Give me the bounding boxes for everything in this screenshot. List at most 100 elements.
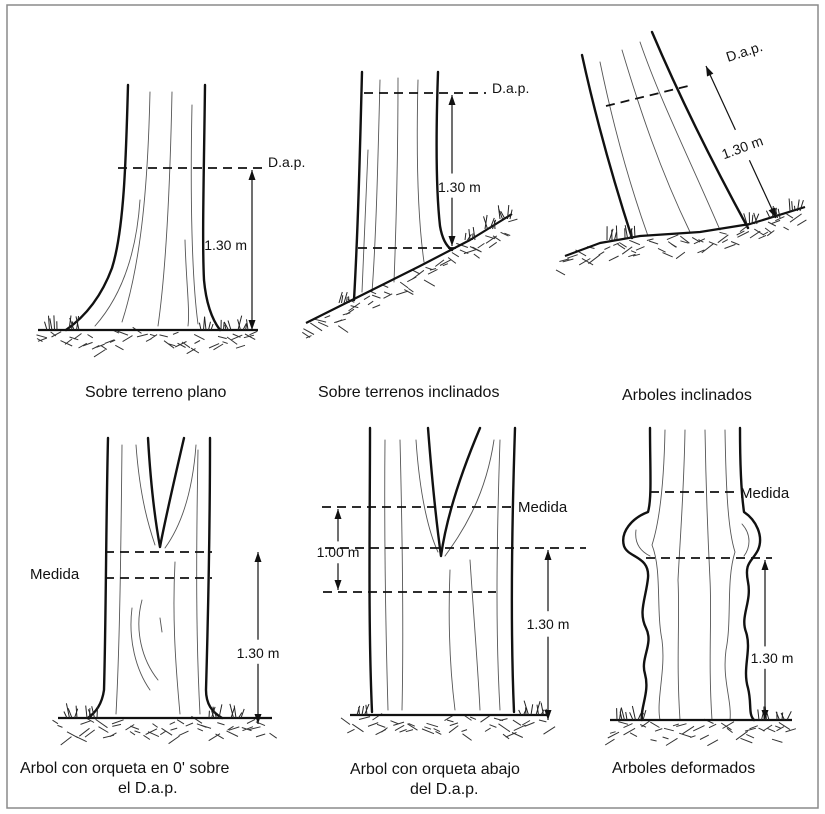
ground-hatch-stroke bbox=[216, 734, 224, 739]
ground-hatch-stroke bbox=[173, 332, 179, 334]
ground-hatch-stroke bbox=[768, 728, 776, 731]
grass-blade bbox=[342, 295, 343, 303]
ground-hatch-stroke bbox=[489, 242, 497, 247]
ground-hatch-stroke bbox=[426, 267, 433, 269]
ground-hatch-stroke bbox=[759, 235, 766, 238]
ground-hatch-stroke bbox=[650, 722, 659, 727]
height-label: 1.30 m bbox=[438, 179, 481, 195]
ground-hatch-stroke bbox=[352, 724, 363, 732]
ground-hatch-stroke bbox=[663, 737, 669, 739]
grass-blade bbox=[531, 704, 533, 715]
measure-label: Medida bbox=[30, 566, 80, 583]
dap-label: D.a.p. bbox=[268, 154, 305, 170]
ground-hatch-stroke bbox=[658, 248, 666, 252]
ground-hatch-stroke bbox=[797, 220, 806, 226]
ground-hatch-stroke bbox=[450, 723, 458, 726]
ground-hatch-stroke bbox=[610, 732, 616, 734]
arrowhead bbox=[706, 66, 713, 77]
ground-hatch-stroke bbox=[150, 334, 155, 335]
ground-hatch-stroke bbox=[58, 725, 63, 727]
ground bbox=[605, 719, 796, 746]
ground-hatch-stroke bbox=[112, 720, 124, 724]
dimension-line bbox=[706, 66, 735, 130]
ground-hatch-stroke bbox=[227, 731, 239, 737]
ground-hatch-stroke bbox=[270, 733, 277, 738]
grass-blade bbox=[347, 297, 348, 303]
ground-hatch-stroke bbox=[427, 723, 439, 727]
ground-hatch-stroke bbox=[470, 717, 476, 719]
ground-hatch-stroke bbox=[74, 334, 82, 340]
grass-blade bbox=[792, 201, 793, 211]
panel-caption-line-1: Arbol con orqueta en 0' sobre bbox=[20, 760, 230, 777]
grass-blade bbox=[209, 322, 211, 330]
ground-hatch-stroke bbox=[233, 334, 241, 337]
height-label: 1.30 m bbox=[719, 132, 765, 162]
ground bbox=[556, 207, 806, 275]
ground-hatch-stroke bbox=[110, 733, 117, 737]
ground-hatch-stroke bbox=[302, 332, 310, 337]
ground-hatch-stroke bbox=[364, 296, 370, 300]
ground-hatch-stroke bbox=[94, 350, 106, 357]
grass-blade bbox=[465, 233, 466, 240]
ground-hatch-stroke bbox=[436, 732, 442, 735]
ground-hatch-stroke bbox=[256, 722, 265, 726]
ground-hatch-stroke bbox=[647, 239, 654, 241]
ground-hatch-stroke bbox=[435, 260, 444, 267]
ground-hatch-stroke bbox=[247, 719, 255, 723]
ground-hatch-stroke bbox=[135, 731, 141, 733]
ground-hatch-stroke bbox=[452, 253, 459, 257]
grass-blade bbox=[787, 711, 791, 720]
figure-border bbox=[7, 5, 818, 808]
ground-hatch-stroke bbox=[162, 728, 173, 735]
panel-caption: Arboles deformados bbox=[612, 760, 755, 777]
ground-hatch-stroke bbox=[655, 729, 662, 732]
ground-hatch-stroke bbox=[640, 725, 646, 728]
dap-label: D.a.p. bbox=[492, 80, 529, 96]
tree-trunk bbox=[66, 85, 220, 330]
ground-hatch-stroke bbox=[462, 730, 468, 732]
grass-tufts bbox=[607, 199, 803, 241]
height-label: 1.30 m bbox=[527, 616, 570, 632]
tree-trunk bbox=[582, 32, 748, 238]
dap-line bbox=[606, 85, 692, 106]
ground-hatch-stroke bbox=[424, 727, 431, 729]
arrowhead bbox=[249, 170, 256, 180]
panel-sloped-ground: D.a.p. 1.30 m Sobre terrenos inclinados bbox=[302, 72, 529, 401]
ground-hatch-stroke bbox=[445, 716, 453, 721]
ground-hatch-stroke bbox=[709, 724, 716, 728]
ground-hatch-stroke bbox=[604, 247, 610, 250]
height-dimension bbox=[249, 170, 256, 330]
ground-hatch-stroke bbox=[123, 336, 133, 342]
ground-hatch-stroke bbox=[236, 345, 245, 348]
grass-blade bbox=[800, 200, 803, 211]
ground-hatch-stroke bbox=[377, 724, 385, 727]
ground-hatch-stroke bbox=[376, 729, 386, 734]
ground-hatch-stroke bbox=[52, 332, 62, 337]
ground-hatch-stroke bbox=[112, 724, 121, 726]
ground-hatch-stroke bbox=[775, 726, 781, 728]
grass-blade bbox=[97, 707, 98, 718]
panel-caption: Arboles inclinados bbox=[622, 387, 752, 404]
ground-hatch-stroke bbox=[171, 728, 178, 730]
arrowhead bbox=[255, 552, 262, 562]
ground-hatch-stroke bbox=[725, 244, 736, 248]
ground-hatch-stroke bbox=[187, 349, 196, 354]
ground-hatch-stroke bbox=[790, 214, 802, 222]
measure-label: Medida bbox=[740, 485, 790, 502]
ground-hatch-stroke bbox=[702, 244, 714, 253]
ground-hatch-stroke bbox=[88, 335, 93, 338]
grass-blade bbox=[626, 712, 627, 720]
ground bbox=[341, 714, 555, 741]
ground-hatch-stroke bbox=[406, 730, 413, 732]
panel-deformed-tree: Medida 1.30 m Arboles deformados bbox=[605, 428, 796, 777]
fork-crotch bbox=[148, 438, 184, 547]
grass-blade bbox=[778, 209, 780, 218]
ground bbox=[302, 214, 517, 338]
height-dimension bbox=[449, 95, 456, 246]
ground-hatch-stroke bbox=[400, 282, 408, 288]
ground bbox=[53, 716, 277, 745]
ground-hatch-stroke bbox=[341, 718, 350, 725]
grass-blade bbox=[50, 318, 52, 330]
grass-blade bbox=[766, 211, 770, 218]
